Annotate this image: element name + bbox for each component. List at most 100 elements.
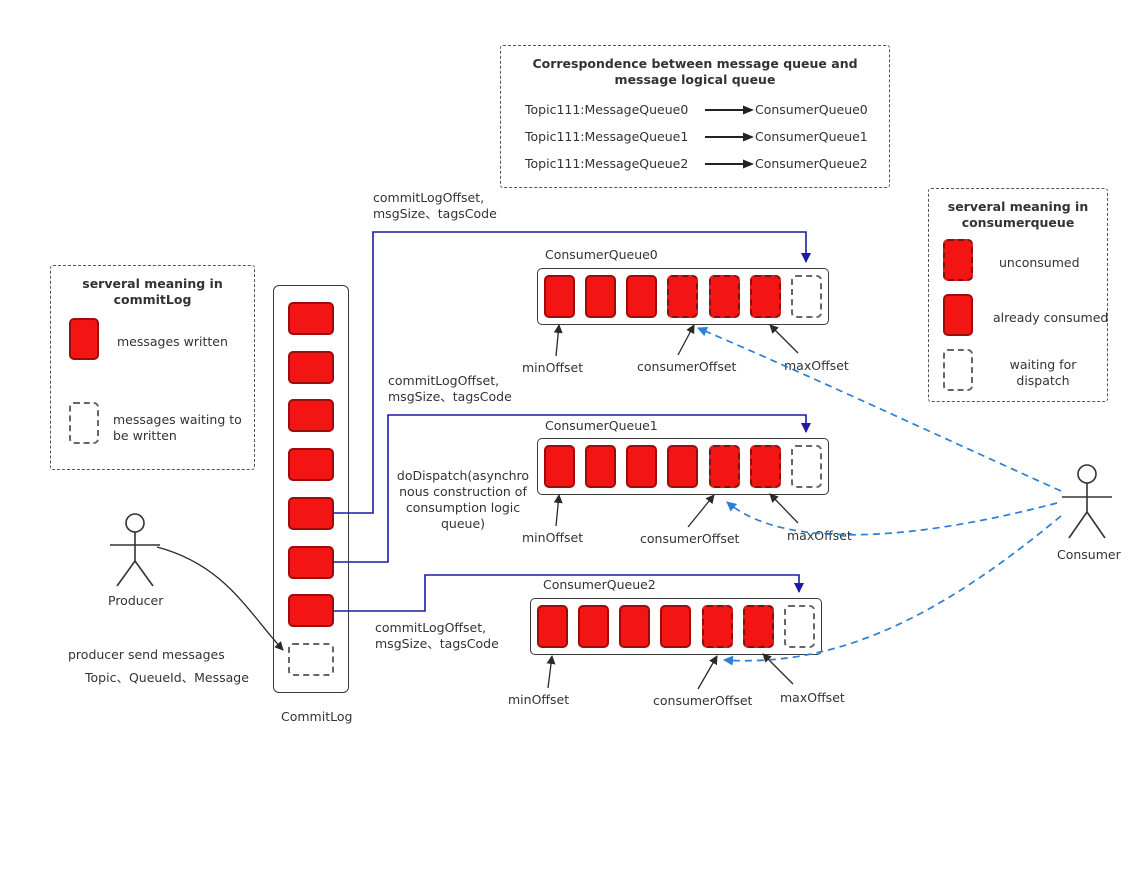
written-swatch (69, 318, 99, 360)
written-swatch-label: messages written (117, 334, 228, 349)
unconsumed-cell (749, 275, 781, 318)
waiting-cell (790, 275, 822, 318)
mapping-row-1: Topic111:MessageQueue1 ConsumerQueue1 (525, 129, 868, 145)
correspondence-rows: Topic111:MessageQueue0 ConsumerQueue0 To… (501, 102, 889, 172)
unconsumed-cell (708, 275, 740, 318)
waiting-cell (783, 605, 815, 648)
written-cell (288, 496, 334, 530)
commitlog-legend: serveral meaning in commitLog messages w… (50, 265, 255, 470)
unconsumed-cell (667, 275, 699, 318)
consumed-cell (626, 275, 658, 318)
consumer-queue-0-label: ConsumerQueue0 (755, 102, 868, 117)
consumerqueue-legend: serveral meaning in consumerqueue uncons… (928, 188, 1108, 402)
consumed-cell (544, 445, 575, 488)
consumer-offset-label: consumerOffset (637, 359, 737, 374)
consumed-cell (619, 605, 651, 648)
correspondence-title: Correspondence between message queue and… (532, 56, 858, 87)
max-offset-arrow-q2 (762, 653, 794, 685)
producer-label: Producer (108, 593, 164, 608)
message-queue-1-label: Topic111:MessageQueue1 (525, 129, 689, 144)
consumer-leg-right (1086, 511, 1106, 539)
consumer-queue-2-label: ConsumerQueue2 (755, 156, 868, 171)
consumed-swatch (943, 294, 973, 336)
producer-note-line1: producer send messages (68, 647, 225, 662)
right-arrow-icon (705, 132, 754, 142)
message-queue-2-label: Topic111:MessageQueue2 (525, 156, 689, 171)
unconsumed-swatch-label: unconsumed (999, 255, 1080, 270)
consumer-offset-label: consumerOffset (653, 693, 753, 708)
written-cell (288, 301, 334, 335)
consumer-head (1077, 464, 1097, 484)
consumed-cell (585, 275, 617, 318)
dispatch-attrs-queue1: commitLogOffset, msgSize、tagsCode (388, 373, 512, 404)
consumer-offset-label: consumerOffset (640, 531, 740, 546)
unconsumed-cell (749, 445, 781, 488)
queue-container (537, 438, 829, 495)
dispatch-note: doDispatch(asynchro nous construction of… (396, 468, 530, 531)
waiting-dispatch-swatch-label: waiting for dispatch (1009, 357, 1077, 388)
queue-container (530, 598, 822, 655)
waiting-cell (288, 643, 334, 677)
queue-cells (538, 269, 828, 324)
consumed-swatch-label: already consumed (993, 310, 1109, 325)
max-offset-arrow-q0 (769, 324, 799, 354)
producer-note-line2: Topic、QueueId、Message (85, 670, 249, 685)
consumer-offset-arrow-q1 (687, 494, 715, 528)
consumed-cell (626, 445, 658, 488)
min-offset-label: minOffset (522, 360, 584, 375)
mapping-row-2: Topic111:MessageQueue2 ConsumerQueue2 (525, 156, 868, 172)
consumer-label: Consumer (1057, 547, 1121, 562)
consumer-queue-1-label: ConsumerQueue1 (755, 129, 868, 144)
queue-cells (531, 599, 821, 654)
written-cell (288, 448, 334, 482)
unconsumed-cell (742, 605, 774, 648)
commitlog-label: CommitLog (281, 709, 353, 724)
written-cell (288, 399, 334, 433)
consumed-cell (667, 445, 699, 488)
producer-leg-left (116, 560, 136, 587)
message-queue-0-label: Topic111:MessageQueue0 (525, 102, 689, 117)
min-offset-arrow-q0 (553, 324, 563, 357)
producer-head (125, 513, 145, 533)
unconsumed-swatch (943, 239, 973, 281)
max-offset-label: maxOffset (780, 690, 845, 705)
consumer-leg-left (1068, 511, 1088, 539)
right-arrow-icon (705, 105, 754, 115)
commitlog-legend-title: serveral meaning in commitLog (82, 276, 223, 307)
commitlog-cells (274, 286, 348, 692)
consumed-cell (660, 605, 692, 648)
consume-arrow-queue1 (726, 501, 1058, 536)
consumer-offset-arrow-q2 (697, 655, 718, 690)
consumed-cell (585, 445, 617, 488)
consumed-cell (537, 605, 568, 648)
consumerqueue-legend-title: serveral meaning in consumerqueue (947, 199, 1089, 230)
queue-title: ConsumerQueue2 (543, 577, 656, 592)
consumed-cell (578, 605, 610, 648)
producer-send-arrow (156, 546, 284, 651)
waiting-swatch (69, 402, 99, 444)
min-offset-label: minOffset (522, 530, 584, 545)
producer-leg-right (134, 560, 154, 587)
dispatch-attrs-queue2: commitLogOffset, msgSize、tagsCode (375, 620, 499, 651)
queue-cells (538, 439, 828, 494)
waiting-swatch-label: messages waiting to be written (113, 412, 242, 443)
unconsumed-cell (708, 445, 740, 488)
queue-title: ConsumerQueue1 (545, 418, 658, 433)
min-offset-arrow-q2 (546, 655, 556, 689)
mapping-row-0: Topic111:MessageQueue0 ConsumerQueue0 (525, 102, 868, 118)
written-cell (288, 545, 334, 579)
written-cell (288, 594, 334, 628)
consumer-figure (1062, 464, 1112, 539)
commitlog-container (273, 285, 349, 693)
unconsumed-cell (701, 605, 733, 648)
written-cell (288, 350, 334, 384)
dispatch-attrs-queue0: commitLogOffset, msgSize、tagsCode (373, 190, 497, 221)
producer-figure (110, 513, 160, 587)
queue-container (537, 268, 829, 325)
consumed-cell (544, 275, 575, 318)
max-offset-arrow-q1 (769, 493, 799, 524)
waiting-dispatch-swatch (943, 349, 973, 391)
correspondence-box: Correspondence between message queue and… (500, 45, 890, 188)
min-offset-arrow-q1 (553, 494, 563, 527)
